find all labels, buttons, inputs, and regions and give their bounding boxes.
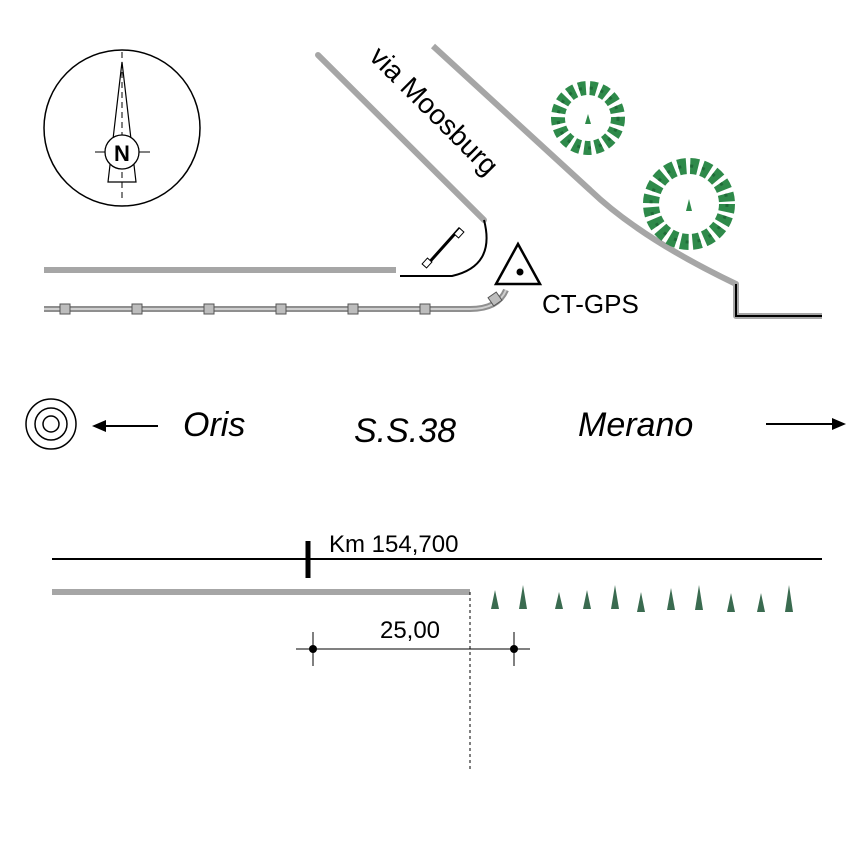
traffic-cone-icon — [611, 585, 619, 609]
arrow-right-icon — [766, 418, 846, 430]
traffic-cone-icon — [519, 585, 527, 609]
traffic-cone-icon — [583, 590, 591, 609]
gps-station-triangle-icon — [493, 241, 543, 286]
traffic-cone-icon — [667, 588, 675, 610]
traffic-cone-icon — [757, 593, 765, 612]
corner-curve — [400, 219, 488, 277]
station-label: CT-GPS — [542, 289, 639, 319]
direction-label-oris: Oris — [183, 406, 245, 444]
traffic-cone-icon — [637, 592, 645, 612]
street-label-via-moosburg: via Moosburg — [364, 40, 505, 181]
traffic-cone-icon — [785, 585, 793, 612]
road-name-label: S.S.38 — [354, 412, 456, 450]
target-symbol — [25, 398, 77, 450]
traffic-cone-icon — [727, 593, 735, 612]
tree-icon — [551, 81, 625, 155]
dimension-label: 25,00 — [380, 617, 440, 644]
direction-label-merano: Merano — [578, 406, 693, 444]
traffic-cone-icon — [555, 592, 563, 609]
side-street-edges — [315, 43, 822, 319]
compass-north-letter: N — [114, 141, 130, 166]
cone-row — [491, 585, 793, 612]
arrow-left-icon — [92, 420, 158, 432]
traffic-cone-icon — [491, 590, 499, 609]
tree-icon — [643, 158, 735, 250]
traffic-cone-icon — [695, 585, 703, 610]
compass-icon: N — [43, 49, 201, 207]
guardrail — [44, 288, 509, 315]
km-marker-label: Km 154,700 — [329, 531, 458, 558]
survey-benchmark-icon — [421, 226, 465, 269]
dimension-line — [296, 632, 530, 666]
